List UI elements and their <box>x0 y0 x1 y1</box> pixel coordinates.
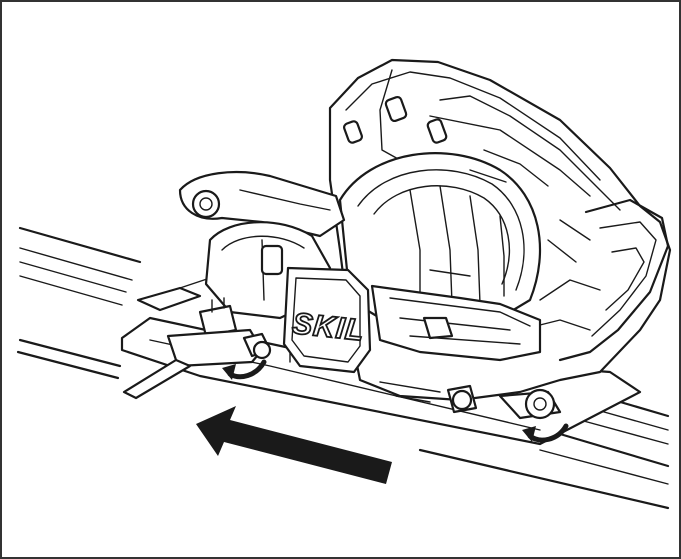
side-panels <box>370 284 542 362</box>
arrow-left-icon <box>196 406 392 484</box>
front-handle <box>178 170 346 238</box>
brand-panel: SKIL <box>282 266 372 374</box>
vent-slots <box>343 95 448 144</box>
blade-guard <box>338 152 542 328</box>
rotate-arrow-icon <box>222 359 267 380</box>
guide-rail <box>16 226 670 510</box>
front-clamp <box>122 297 272 400</box>
motor-detail-lines <box>429 149 591 277</box>
brand-label: SKIL <box>291 307 366 347</box>
rear-clamp <box>379 381 562 420</box>
rotate-arrow-icon-rear <box>522 423 569 443</box>
